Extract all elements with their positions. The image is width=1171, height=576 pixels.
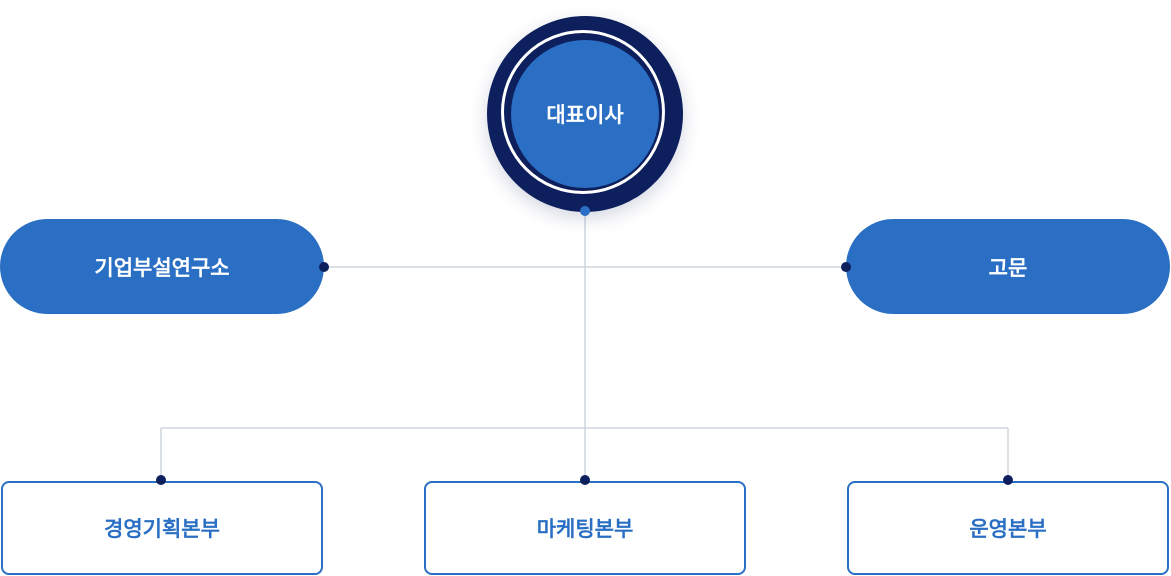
division-marketing-dot [580, 475, 590, 485]
lab-node: 기업부설연구소 [0, 219, 324, 314]
advisor-connector-dot [841, 262, 851, 272]
ceo-connector-dot [580, 206, 590, 216]
lab-connector-dot [319, 262, 329, 272]
division-planning: 경영기획본부 [1, 481, 323, 575]
advisor-node: 고문 [846, 219, 1170, 314]
division-planning-dot [156, 475, 166, 485]
division-marketing: 마케팅본부 [424, 481, 746, 575]
ceo-node: 대표이사 [487, 16, 683, 212]
ceo-label: 대표이사 [511, 40, 659, 188]
ceo-ring [501, 30, 665, 194]
division-operations-dot [1003, 475, 1013, 485]
division-operations: 운영본부 [847, 481, 1169, 575]
